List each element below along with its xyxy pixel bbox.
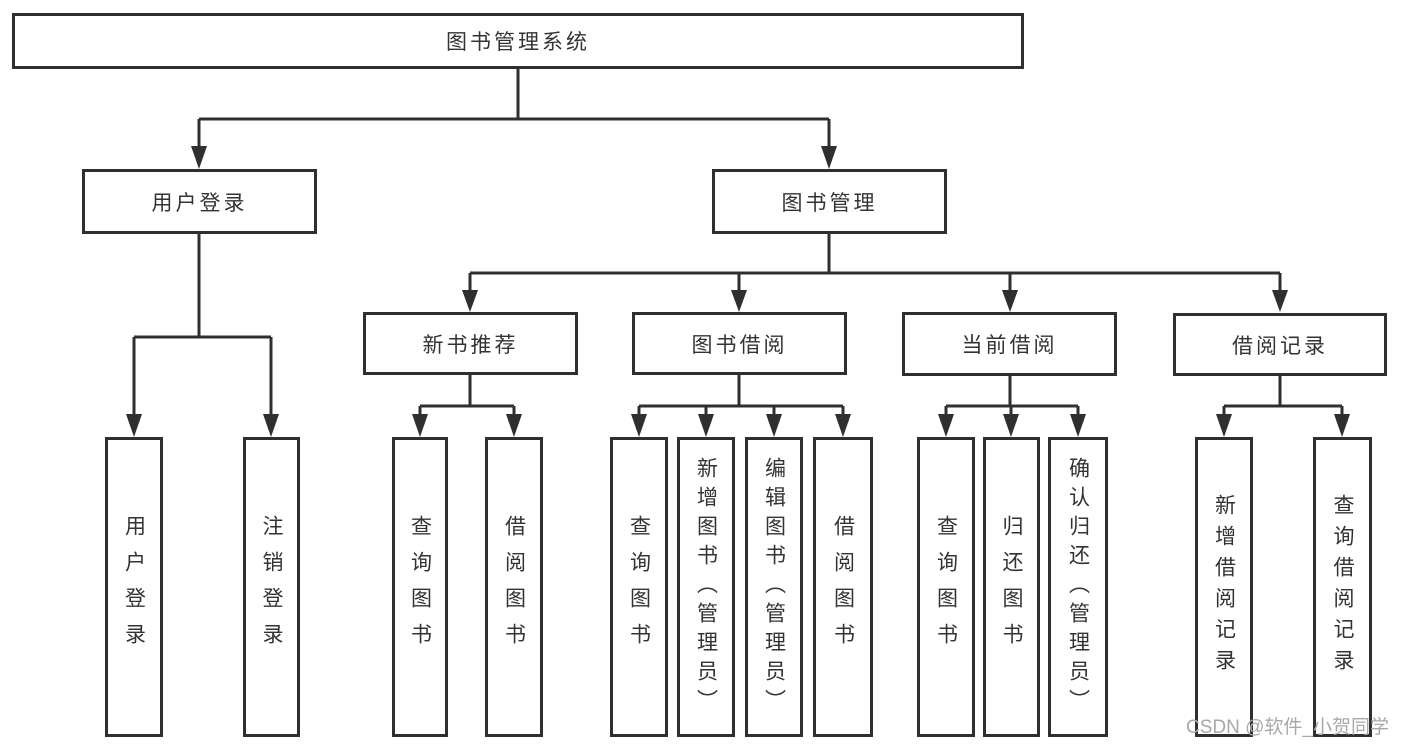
leaf-bb-add-book: 新增图书（管理员）: [677, 437, 735, 737]
leaf-bb-borrow-book-label: 借阅图书: [831, 515, 855, 659]
node-user-login-label: 用户登录: [151, 191, 248, 215]
leaf-bb-query-book: 查询图书: [610, 437, 668, 737]
node-new-book-recommend-label: 新书推荐: [422, 333, 519, 357]
node-book-borrow-label: 图书借阅: [691, 333, 788, 357]
watermark: CSDN @软件_小贺同学: [1186, 717, 1389, 738]
node-book-borrow: 图书借阅: [632, 312, 847, 375]
leaf-logout-label: 注销登录: [260, 515, 283, 659]
leaf-br-query-record-label: 查询借阅记录: [1331, 494, 1354, 680]
leaf-cb-query-book: 查询图书: [917, 437, 975, 737]
arrowheads: [126, 146, 1350, 437]
leaf-cb-confirm-return-label: 确认归还（管理员）: [1066, 456, 1090, 718]
leaf-br-add-record: 新增借阅记录: [1195, 437, 1253, 737]
leaf-logout: 注销登录: [243, 437, 300, 737]
node-current-borrow-label: 当前借阅: [961, 334, 1058, 357]
node-new-book-recommend: 新书推荐: [363, 312, 578, 375]
leaf-cb-query-book-label: 查询图书: [934, 515, 958, 659]
node-root: 图书管理系统: [12, 13, 1024, 69]
node-current-borrow: 当前借阅: [902, 312, 1117, 376]
leaf-bb-edit-book: 编辑图书（管理员）: [745, 437, 803, 737]
leaf-rec-query-book: 查询图书: [392, 437, 448, 737]
node-root-label: 图书管理系统: [446, 31, 590, 54]
node-borrow-records: 借阅记录: [1173, 313, 1387, 376]
leaf-cb-return-book-label: 归还图书: [1000, 515, 1023, 659]
leaf-br-add-record-label: 新增借阅记录: [1212, 494, 1236, 680]
node-borrow-records-label: 借阅记录: [1232, 334, 1328, 358]
leaf-br-query-record: 查询借阅记录: [1313, 437, 1372, 737]
leaf-cb-confirm-return: 确认归还（管理员）: [1048, 437, 1108, 737]
leaf-rec-borrow-book-label: 借阅图书: [502, 515, 526, 659]
leaf-bb-add-book-label: 新增图书（管理员）: [694, 456, 718, 718]
leaf-bb-query-book-label: 查询图书: [627, 515, 651, 659]
node-user-login: 用户登录: [82, 169, 317, 234]
leaf-bb-borrow-book: 借阅图书: [813, 437, 873, 737]
leaf-cb-return-book: 归还图书: [983, 437, 1040, 737]
node-book-management-label: 图书管理: [781, 191, 878, 215]
leaf-user-login: 用户登录: [105, 437, 163, 737]
node-book-management: 图书管理: [712, 169, 947, 234]
leaf-rec-borrow-book: 借阅图书: [485, 437, 543, 737]
leaf-rec-query-book-label: 查询图书: [408, 515, 432, 659]
leaf-user-login-label: 用户登录: [122, 515, 146, 659]
leaf-bb-edit-book-label: 编辑图书（管理员）: [762, 456, 786, 718]
